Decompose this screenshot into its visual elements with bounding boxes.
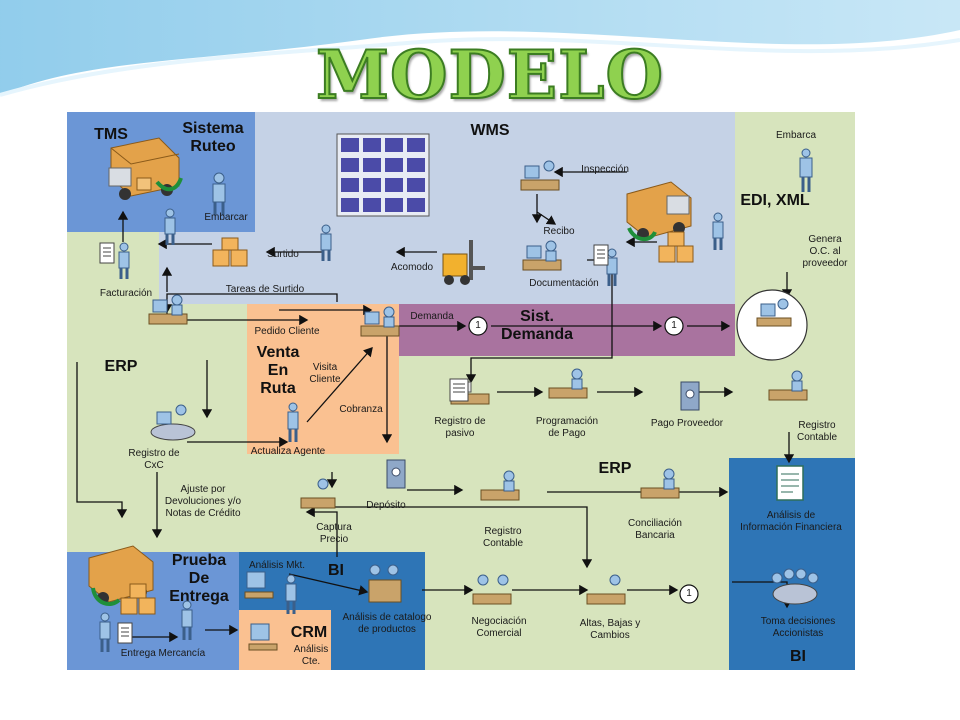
label-registro-contable-1: Registro Contable	[796, 420, 838, 443]
label-genera-oc: Genera O.C. al proveedor	[802, 234, 848, 269]
computer-desk-icon	[586, 574, 626, 605]
label-visita-cliente: Visita Cliente	[309, 362, 341, 385]
document-icon	[117, 622, 133, 644]
zone-title-erp-right: ERP	[598, 460, 632, 477]
zone-title-prueba-entrega: Prueba De Entrega	[169, 552, 229, 605]
connector-1b: 1	[671, 320, 677, 331]
forklift-icon	[442, 240, 485, 285]
header-wave-decoration	[0, 0, 960, 97]
truck-icon	[108, 137, 183, 200]
label-pedido-cliente: Pedido Cliente	[254, 326, 320, 337]
warehouse-shelves-icon	[336, 133, 430, 217]
label-analisis-mkt: Análisis Mkt.	[248, 560, 306, 571]
computer-desk-icon	[520, 160, 560, 191]
person-icon	[181, 600, 193, 640]
computer-desk-icon	[548, 368, 588, 399]
person-icon	[118, 242, 130, 279]
person-icon	[712, 212, 724, 250]
label-embarca: Embarca	[775, 130, 816, 141]
computer-desk-icon	[756, 298, 792, 327]
connector-1a: 1	[475, 320, 481, 331]
label-inspeccion: Inspección	[581, 164, 629, 175]
zone-title-venta-en-ruta: Venta En Ruta	[256, 344, 300, 397]
boxes-icon	[212, 237, 248, 267]
connector-1c: 1	[686, 588, 692, 599]
person-icon	[320, 224, 332, 261]
computer-desk-icon	[480, 470, 520, 501]
label-cobranza: Cobranza	[339, 404, 383, 415]
zone-title-wms: WMS	[470, 122, 510, 139]
computer-desk-icon	[368, 564, 402, 603]
zone-title-crm: CRM	[290, 624, 328, 641]
label-analisis-cte: Análisis Cte.	[293, 644, 329, 667]
label-facturacion: Facturación	[99, 288, 153, 299]
label-entrega-mercancia: Entrega Mercancía	[120, 648, 206, 659]
computer-desk-icon	[472, 574, 512, 605]
document-icon	[449, 378, 469, 402]
zone-title-sistema-ruteo: Sistema Ruteo	[182, 120, 244, 155]
person-icon	[212, 172, 226, 215]
label-acomodo: Acomodo	[390, 262, 434, 273]
zone-title-bi-center: BI	[328, 562, 344, 579]
person-icon	[285, 574, 297, 614]
person-icon	[799, 148, 813, 192]
label-actualiza-agente: Actualiza Agente	[250, 446, 326, 457]
label-analisis-catalogo: Análisis de catalogo de productos	[342, 612, 432, 635]
zone-title-edi-xml: EDI, XML	[740, 192, 810, 209]
label-documentacion: Documentación	[529, 278, 599, 289]
label-programacion-pago: Programación de Pago	[535, 416, 599, 439]
label-negociacion: Negociación Comercial	[471, 616, 527, 639]
distributor-model-diagram: 1 1 1 TMS Sistema Ruteo WMS EDI, XML ERP…	[67, 112, 855, 670]
label-tareas-surtido: Tareas de Surtido	[225, 284, 305, 295]
label-registro-pasivo: Registro de pasivo	[434, 416, 486, 439]
label-demanda: Demanda	[410, 311, 454, 322]
zone-title-sist-demanda: Sist. Demanda	[500, 308, 574, 343]
truck-icon	[626, 181, 692, 241]
label-conciliacion: Conciliación Bancaria	[628, 518, 682, 541]
zone-title-bi-right: BI	[790, 648, 806, 665]
label-deposito: Depósito	[366, 500, 406, 511]
computer-desk-icon	[148, 294, 188, 325]
person-icon	[99, 612, 111, 652]
computer-desk-icon	[150, 404, 196, 441]
label-toma-decisiones: Toma decisiones Accionistas	[760, 616, 836, 639]
document-icon	[99, 242, 115, 264]
label-embarcar: Embarcar	[204, 212, 248, 223]
person-icon	[164, 208, 176, 245]
label-surtido: Surtido	[267, 249, 299, 260]
computer-desk-icon	[248, 623, 278, 651]
label-recibo: Recibo	[543, 226, 575, 237]
computer-desk-icon	[768, 370, 808, 401]
person-icon	[287, 402, 299, 442]
zone-title-erp-left: ERP	[104, 358, 138, 375]
document-icon	[593, 244, 609, 266]
computer-desk-icon	[640, 468, 680, 499]
label-captura-precio: Captura Precio	[316, 522, 352, 545]
computer-desk-icon	[300, 478, 336, 509]
computer-desk-icon	[360, 306, 400, 337]
meeting-table-icon	[771, 568, 819, 605]
boxes-icon	[120, 583, 156, 615]
label-registro-contable-2: Registro Contable	[482, 526, 524, 549]
label-analisis-financiera: Análisis de Información Financiera	[740, 510, 842, 533]
label-registro-cxc: Registro de CxC	[128, 448, 180, 471]
label-pago-proveedor: Pago Proveedor	[650, 418, 724, 429]
safe-icon	[386, 459, 406, 489]
safe-icon	[680, 381, 700, 411]
computer-desk-icon	[244, 571, 274, 599]
label-altas-bajas: Altas, Bajas y Cambios	[579, 618, 641, 641]
label-ajuste: Ajuste por Devoluciones y/o Notas de Cré…	[164, 484, 242, 519]
report-icon	[776, 465, 804, 501]
computer-desk-icon	[522, 240, 562, 271]
zone-title-tms: TMS	[94, 126, 128, 143]
boxes-icon	[658, 231, 694, 263]
